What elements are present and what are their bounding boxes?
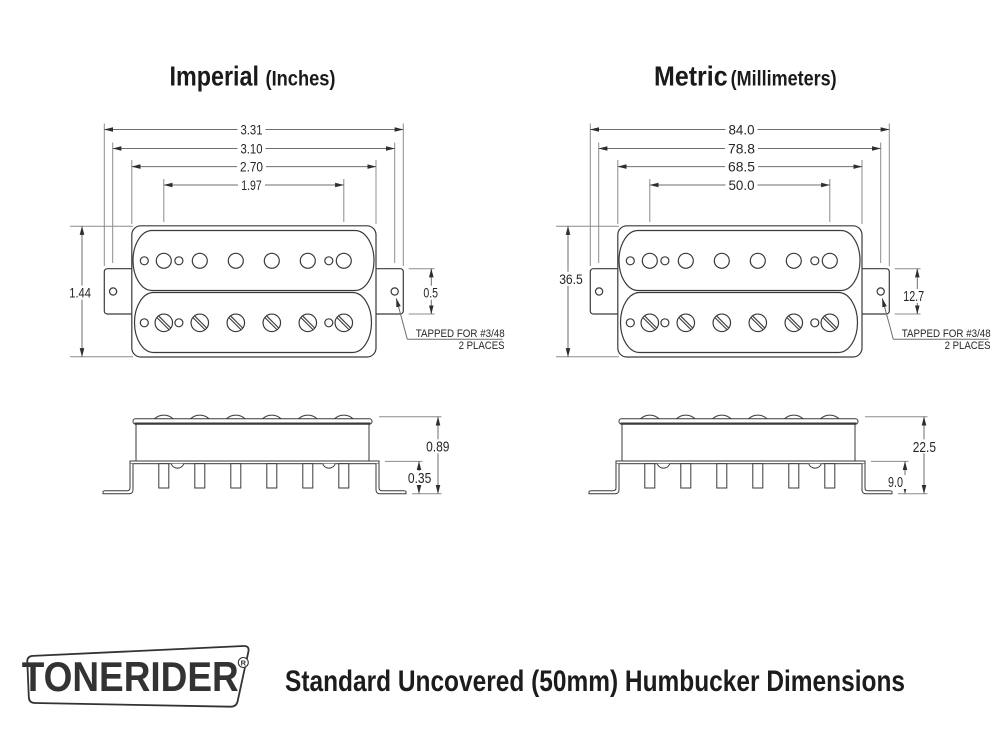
svg-text:2 PLACES: 2 PLACES bbox=[945, 340, 991, 352]
svg-text:Imperial: Imperial bbox=[170, 60, 260, 91]
svg-text:9.0: 9.0 bbox=[888, 475, 903, 491]
svg-text:84.0: 84.0 bbox=[729, 122, 755, 138]
svg-text:TAPPED FOR #3/48: TAPPED FOR #3/48 bbox=[902, 328, 991, 340]
svg-text:36.5: 36.5 bbox=[559, 271, 583, 287]
svg-text:50.0: 50.0 bbox=[729, 177, 755, 193]
svg-text:2.70: 2.70 bbox=[240, 159, 263, 175]
svg-text:TONERIDER: TONERIDER bbox=[22, 653, 239, 700]
svg-text:78.8: 78.8 bbox=[728, 141, 755, 157]
svg-text:3.31: 3.31 bbox=[241, 122, 263, 138]
svg-text:(Millimeters): (Millimeters) bbox=[731, 66, 837, 90]
svg-text:1.97: 1.97 bbox=[241, 177, 262, 193]
svg-text:12.7: 12.7 bbox=[903, 289, 924, 305]
svg-text:0.5: 0.5 bbox=[423, 285, 438, 301]
svg-text:3.10: 3.10 bbox=[241, 141, 263, 157]
svg-text:Metric: Metric bbox=[654, 60, 728, 91]
svg-text:1.44: 1.44 bbox=[69, 285, 91, 301]
svg-text:(Inches): (Inches) bbox=[266, 66, 336, 90]
svg-text:68.5: 68.5 bbox=[728, 159, 755, 175]
svg-text:2 PLACES: 2 PLACES bbox=[459, 340, 505, 352]
svg-text:R: R bbox=[241, 658, 247, 667]
svg-text:Standard Uncovered (50mm) Humb: Standard Uncovered (50mm) Humbucker Dime… bbox=[285, 665, 905, 698]
svg-text:22.5: 22.5 bbox=[913, 439, 936, 456]
svg-text:0.89: 0.89 bbox=[426, 439, 449, 456]
svg-text:TAPPED FOR #3/48: TAPPED FOR #3/48 bbox=[416, 328, 505, 340]
svg-text:0.35: 0.35 bbox=[408, 471, 431, 487]
